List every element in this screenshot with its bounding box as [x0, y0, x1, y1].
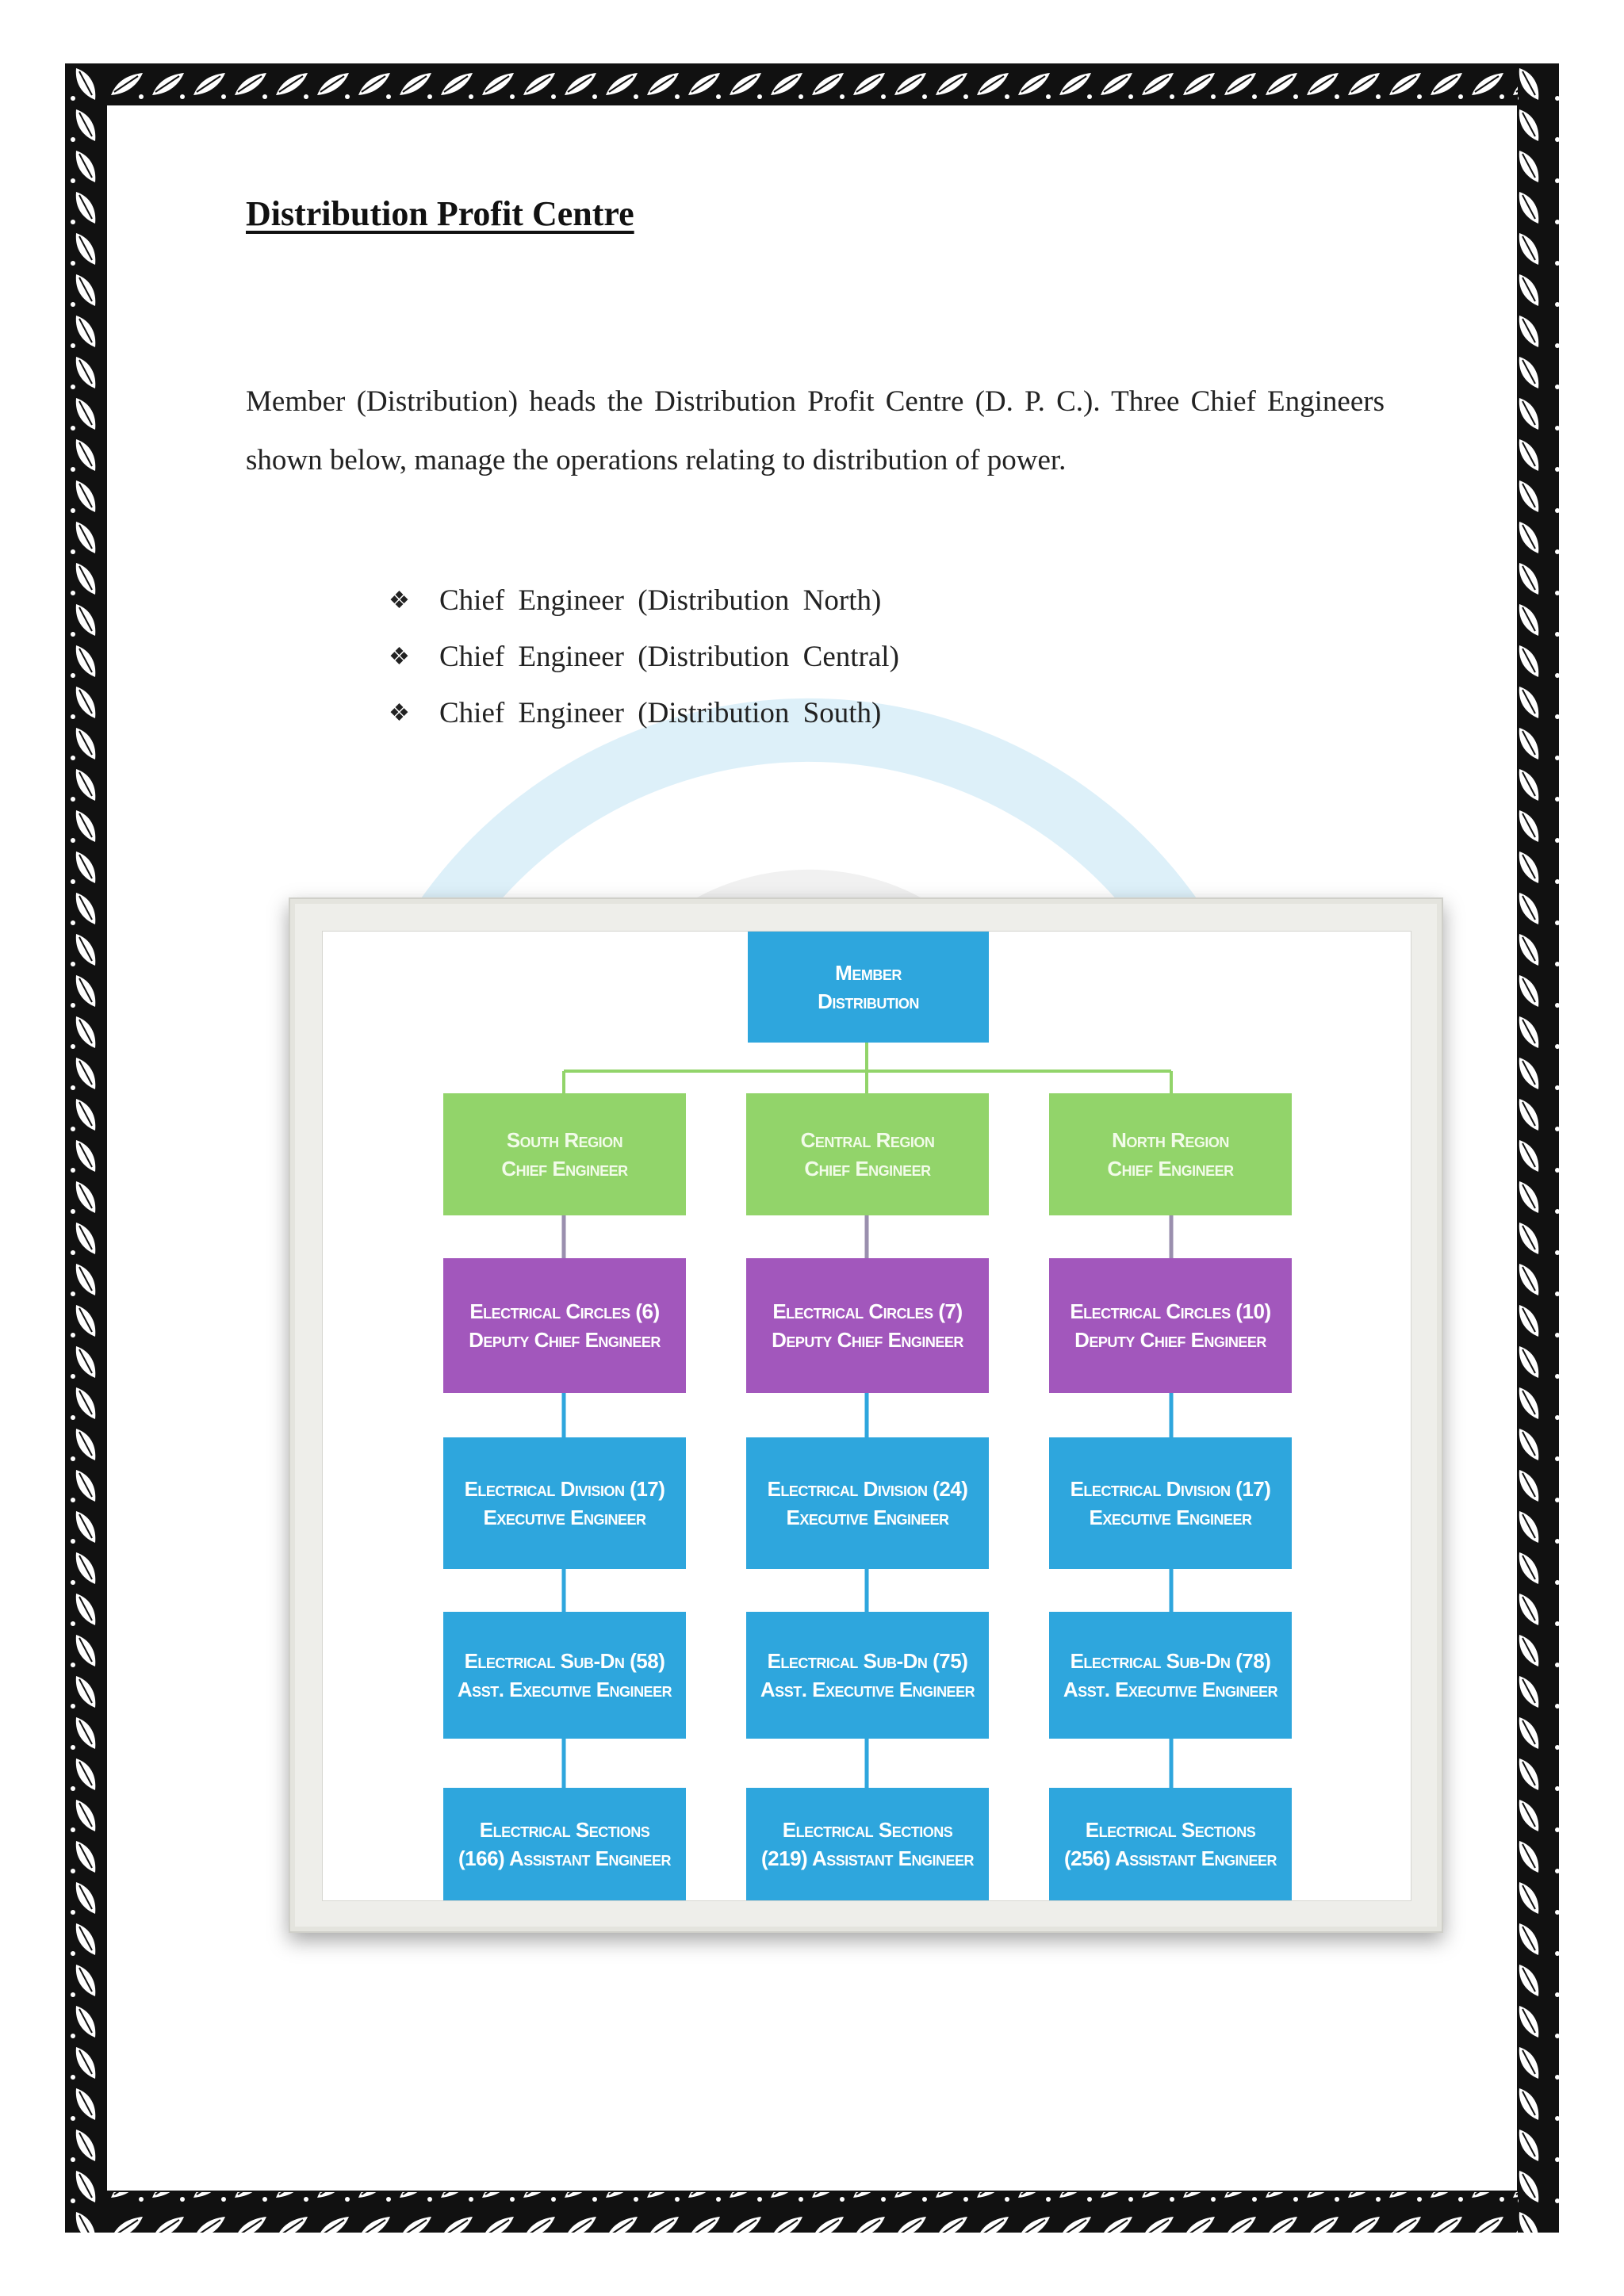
diamond-bullet-icon: ❖ — [389, 644, 410, 670]
org-node-subdivision: Electrical Sub-Dn (58) Asst. Executive E… — [443, 1612, 686, 1739]
org-node-division: Electrical Division (17) Executive Engin… — [443, 1437, 686, 1569]
list-item: ❖Chief Engineer (Distribution North) — [389, 572, 899, 629]
org-node-circles: Electrical Circles (6) Deputy Chief Engi… — [443, 1258, 686, 1393]
org-node-sections: Electrical Sections (219) Assistant Engi… — [746, 1788, 989, 1900]
org-node-circles: Electrical Circles (10) Deputy Chief Eng… — [1049, 1258, 1292, 1393]
org-node-division: Electrical Division (24) Executive Engin… — [746, 1437, 989, 1569]
list-item: ❖Chief Engineer (Distribution Central) — [389, 629, 899, 685]
page-title: Distribution Profit Centre — [246, 194, 634, 233]
list-item: ❖Chief Engineer (Distribution South) — [389, 685, 899, 741]
org-node-region: South Region Chief Engineer — [443, 1093, 686, 1215]
org-chart-picture-frame: Member Distribution South Region Chief E… — [289, 897, 1443, 1933]
org-node-circles: Electrical Circles (7) Deputy Chief Engi… — [746, 1258, 989, 1393]
org-node-sections: Electrical Sections (256) Assistant Engi… — [1049, 1788, 1292, 1900]
org-node-subdivision: Electrical Sub-Dn (75) Asst. Executive E… — [746, 1612, 989, 1739]
org-node-division: Electrical Division (17) Executive Engin… — [1049, 1437, 1292, 1569]
diamond-bullet-icon: ❖ — [389, 587, 410, 614]
org-node-member-distribution: Member Distribution — [748, 932, 989, 1043]
org-node-subdivision: Electrical Sub-Dn (78) Asst. Executive E… — [1049, 1612, 1292, 1739]
org-node-region: Central Region Chief Engineer — [746, 1093, 989, 1215]
org-chart: Member Distribution South Region Chief E… — [322, 931, 1411, 1901]
org-node-region: North Region Chief Engineer — [1049, 1093, 1292, 1215]
chief-engineer-list: ❖Chief Engineer (Distribution North) ❖Ch… — [389, 572, 899, 741]
org-chart-connectors — [561, 1043, 1174, 1788]
diamond-bullet-icon: ❖ — [389, 700, 410, 726]
intro-paragraph: Member (Distribution) heads the Distribu… — [246, 385, 1385, 476]
org-node-sections: Electrical Sections (166) Assistant Engi… — [443, 1788, 686, 1900]
